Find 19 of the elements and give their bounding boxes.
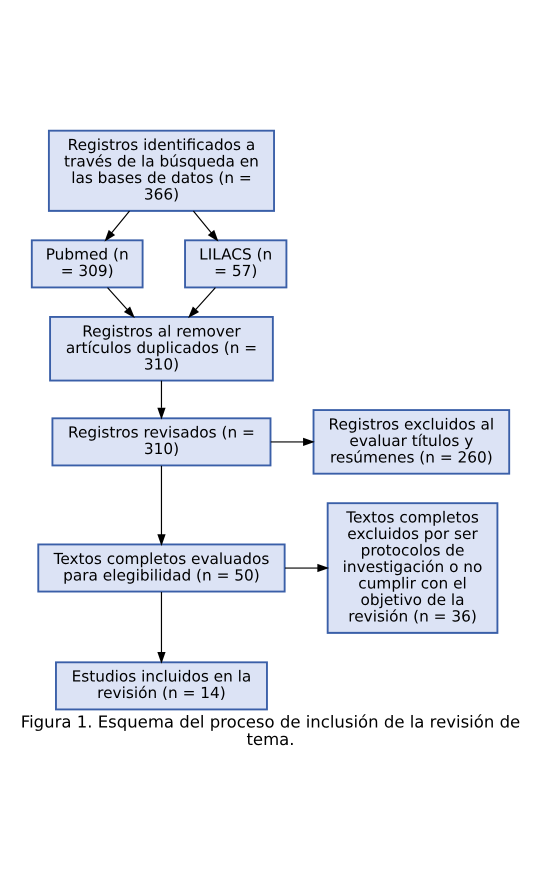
arrow (285, 564, 330, 572)
node-box: Estudios incluidos en la revisión (n = 14) (55, 661, 268, 710)
arrow (192, 210, 218, 242)
node-box: Registros excluidos al evaluar títulos y resúmenes (n = 260) (312, 409, 510, 475)
node-box: LILACS (n = 57) (184, 239, 288, 288)
arrow (270, 438, 315, 446)
arrow (107, 287, 135, 318)
node-box: Textos completos excluidos por ser protocolos de investigación o no cumplir con el objetivo de la revisión (n = 36) (326, 502, 498, 634)
arrow (157, 592, 166, 664)
node-box: Textos completos evaluados para elegibilidad (n = 50) (37, 544, 286, 593)
arrow (188, 287, 216, 318)
node-box: Registros identificados a través de la búsqueda en las bases de datos (n = 366) (48, 130, 275, 212)
caption: Figura 1. Esquema del proceso de inclusión de la revisión de tema. (20, 712, 520, 750)
node-box: Registros revisados (n = 310) (51, 417, 272, 466)
arrow (157, 380, 166, 420)
node-box: Registros al remover artículos duplicados (n = 310) (49, 316, 274, 382)
arrow (104, 210, 130, 242)
arrow (157, 466, 166, 546)
node-box: Pubmed (n = 309) (30, 239, 144, 288)
